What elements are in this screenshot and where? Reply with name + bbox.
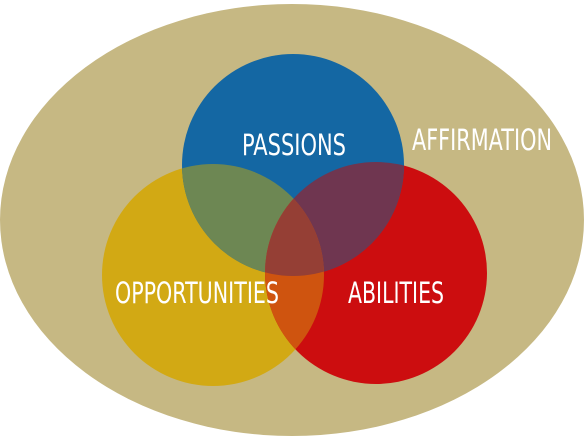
passions-label: PASSIONS — [242, 128, 346, 162]
affirmation-label: AFFIRMATION — [412, 123, 552, 157]
opportunities-label: OPPORTUNITIES — [115, 276, 279, 310]
abilities-label: ABILITIES — [348, 276, 444, 310]
